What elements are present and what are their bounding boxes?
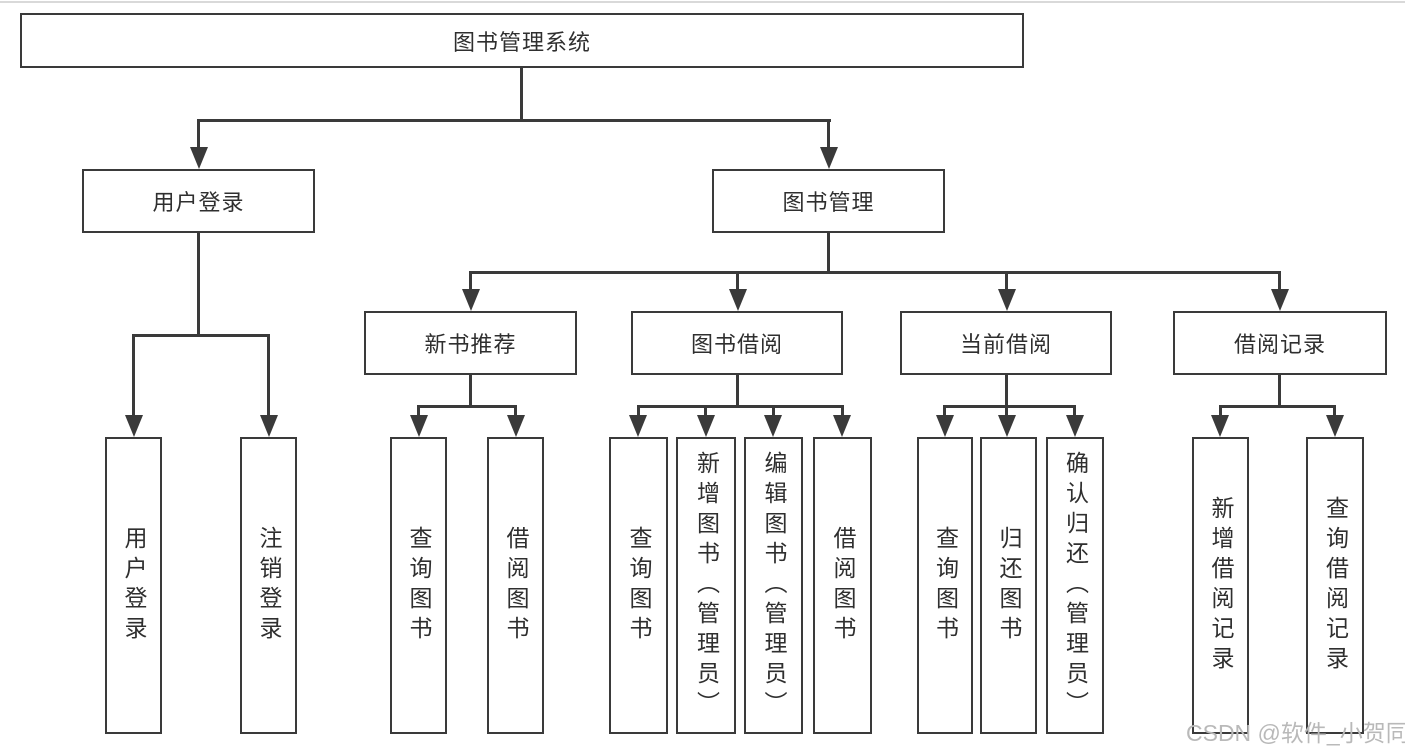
arrow-down-icon (764, 415, 782, 437)
arrow-down-icon (260, 415, 278, 437)
hline-current-borrowing-branch (943, 405, 1076, 408)
arrow-down-icon (507, 415, 525, 437)
node-book-borrowing: 图书借阅 (631, 311, 843, 375)
node-new-book-recommend: 新书推荐 (364, 311, 577, 375)
vline-to-book-management (827, 119, 830, 148)
leaf-label: 编辑图书（管理员） (761, 450, 787, 721)
vline-to-user-login (197, 119, 200, 148)
arrow-down-icon (125, 415, 143, 437)
vline-to-new-book-recommend (469, 271, 472, 292)
leaf-label: 借阅图书 (830, 525, 856, 646)
arrow-down-icon (998, 415, 1016, 437)
leaf-label: 查询借阅记录 (1322, 495, 1349, 676)
leaf-edit-book-admin: 编辑图书（管理员） (744, 437, 803, 734)
vline-to-leaf (841, 405, 844, 418)
vline-to-leaf (772, 405, 775, 418)
vline-user-login-stub (197, 233, 200, 336)
arrow-down-icon (410, 415, 428, 437)
leaf-logout: 注销登录 (240, 437, 297, 734)
vline-to-leaf (514, 405, 517, 418)
leaf-user-login: 用户登录 (105, 437, 162, 734)
node-book-borrowing-label: 图书借阅 (690, 332, 783, 357)
vline-current-borrowing-stub (1005, 375, 1008, 407)
vline-to-leaf-user-login (132, 334, 135, 416)
arrow-down-icon (629, 415, 647, 437)
leaf-confirm-return-admin: 确认归还（管理员） (1046, 437, 1104, 734)
vline-borrowing-records-stub (1278, 375, 1281, 407)
vline-to-leaf (417, 405, 420, 418)
hline-new-book-recommend-branch (417, 405, 517, 408)
leaf-label: 确认归还（管理员） (1062, 450, 1089, 721)
top-border-line (0, 1, 1405, 3)
node-book-management-label: 图书管理 (782, 190, 875, 215)
node-new-book-recommend-label: 新书推荐 (424, 332, 517, 357)
node-root: 图书管理系统 (20, 13, 1024, 68)
hline-borrowing-records-branch (1219, 405, 1336, 408)
node-borrowing-records: 借阅记录 (1173, 311, 1387, 375)
leaf-query-book-3: 查询图书 (917, 437, 973, 734)
arrow-down-icon (1211, 415, 1229, 437)
arrow-down-icon (998, 289, 1016, 311)
arrow-down-icon (833, 415, 851, 437)
leaf-label: 新增图书（管理员） (693, 450, 720, 721)
leaf-add-borrow-record: 新增借阅记录 (1192, 437, 1249, 734)
arrow-down-icon (729, 289, 747, 311)
leaf-return-book: 归还图书 (980, 437, 1037, 734)
vline-new-book-recommend-stub (469, 375, 472, 407)
vline-to-leaf (943, 405, 946, 418)
leaf-label: 注销登录 (256, 525, 282, 646)
vline-to-leaf (1333, 405, 1336, 418)
arrow-down-icon (697, 415, 715, 437)
leaf-borrow-book-2: 借阅图书 (813, 437, 872, 734)
vline-to-leaf (637, 405, 640, 418)
hline-level2-branch (197, 119, 831, 122)
leaf-query-book-1: 查询图书 (390, 437, 447, 734)
vline-to-leaf (1005, 405, 1008, 418)
leaf-add-book-admin: 新增图书（管理员） (676, 437, 736, 734)
hline-user-login-branch (132, 334, 270, 337)
vline-book-management-stub (827, 233, 830, 274)
vline-to-current-borrowing (1005, 271, 1008, 292)
arrow-down-icon (936, 415, 954, 437)
leaf-label: 查询图书 (932, 525, 959, 646)
vline-root-stub (520, 68, 523, 122)
leaf-label: 新增借阅记录 (1208, 495, 1234, 676)
leaf-label: 查询图书 (406, 525, 432, 646)
vline-to-leaf (1073, 405, 1076, 418)
leaf-label: 查询图书 (626, 525, 652, 646)
node-root-label: 图书管理系统 (452, 29, 591, 55)
arrow-down-icon (462, 289, 480, 311)
leaf-query-borrow-record: 查询借阅记录 (1306, 437, 1364, 734)
leaf-label: 归还图书 (996, 525, 1022, 646)
arrow-down-icon (1326, 415, 1344, 437)
vline-to-leaf (704, 405, 707, 418)
arrow-down-icon (820, 147, 838, 169)
node-borrowing-records-label: 借阅记录 (1233, 332, 1326, 357)
hline-book-borrowing-branch (637, 405, 844, 408)
leaf-borrow-book-1: 借阅图书 (487, 437, 544, 734)
vline-to-borrowing-records (1278, 271, 1281, 292)
node-user-login: 用户登录 (82, 169, 315, 233)
hline-level3-branch (469, 271, 1281, 274)
arrow-down-icon (190, 147, 208, 169)
vline-to-book-borrowing (736, 271, 739, 292)
node-current-borrowing: 当前借阅 (900, 311, 1112, 375)
vline-book-borrowing-stub (736, 375, 739, 407)
csdn-watermark: CSDN @软件_小贺同学 (1186, 720, 1405, 746)
vline-to-leaf (1219, 405, 1222, 418)
node-book-management: 图书管理 (712, 169, 945, 233)
leaf-label: 用户登录 (121, 525, 147, 646)
node-user-login-label: 用户登录 (152, 190, 245, 215)
vline-to-leaf-logout (267, 334, 270, 416)
leaf-query-book-2: 查询图书 (609, 437, 668, 734)
arrow-down-icon (1066, 415, 1084, 437)
leaf-label: 借阅图书 (503, 525, 529, 646)
node-current-borrowing-label: 当前借阅 (959, 332, 1052, 357)
arrow-down-icon (1271, 289, 1289, 311)
